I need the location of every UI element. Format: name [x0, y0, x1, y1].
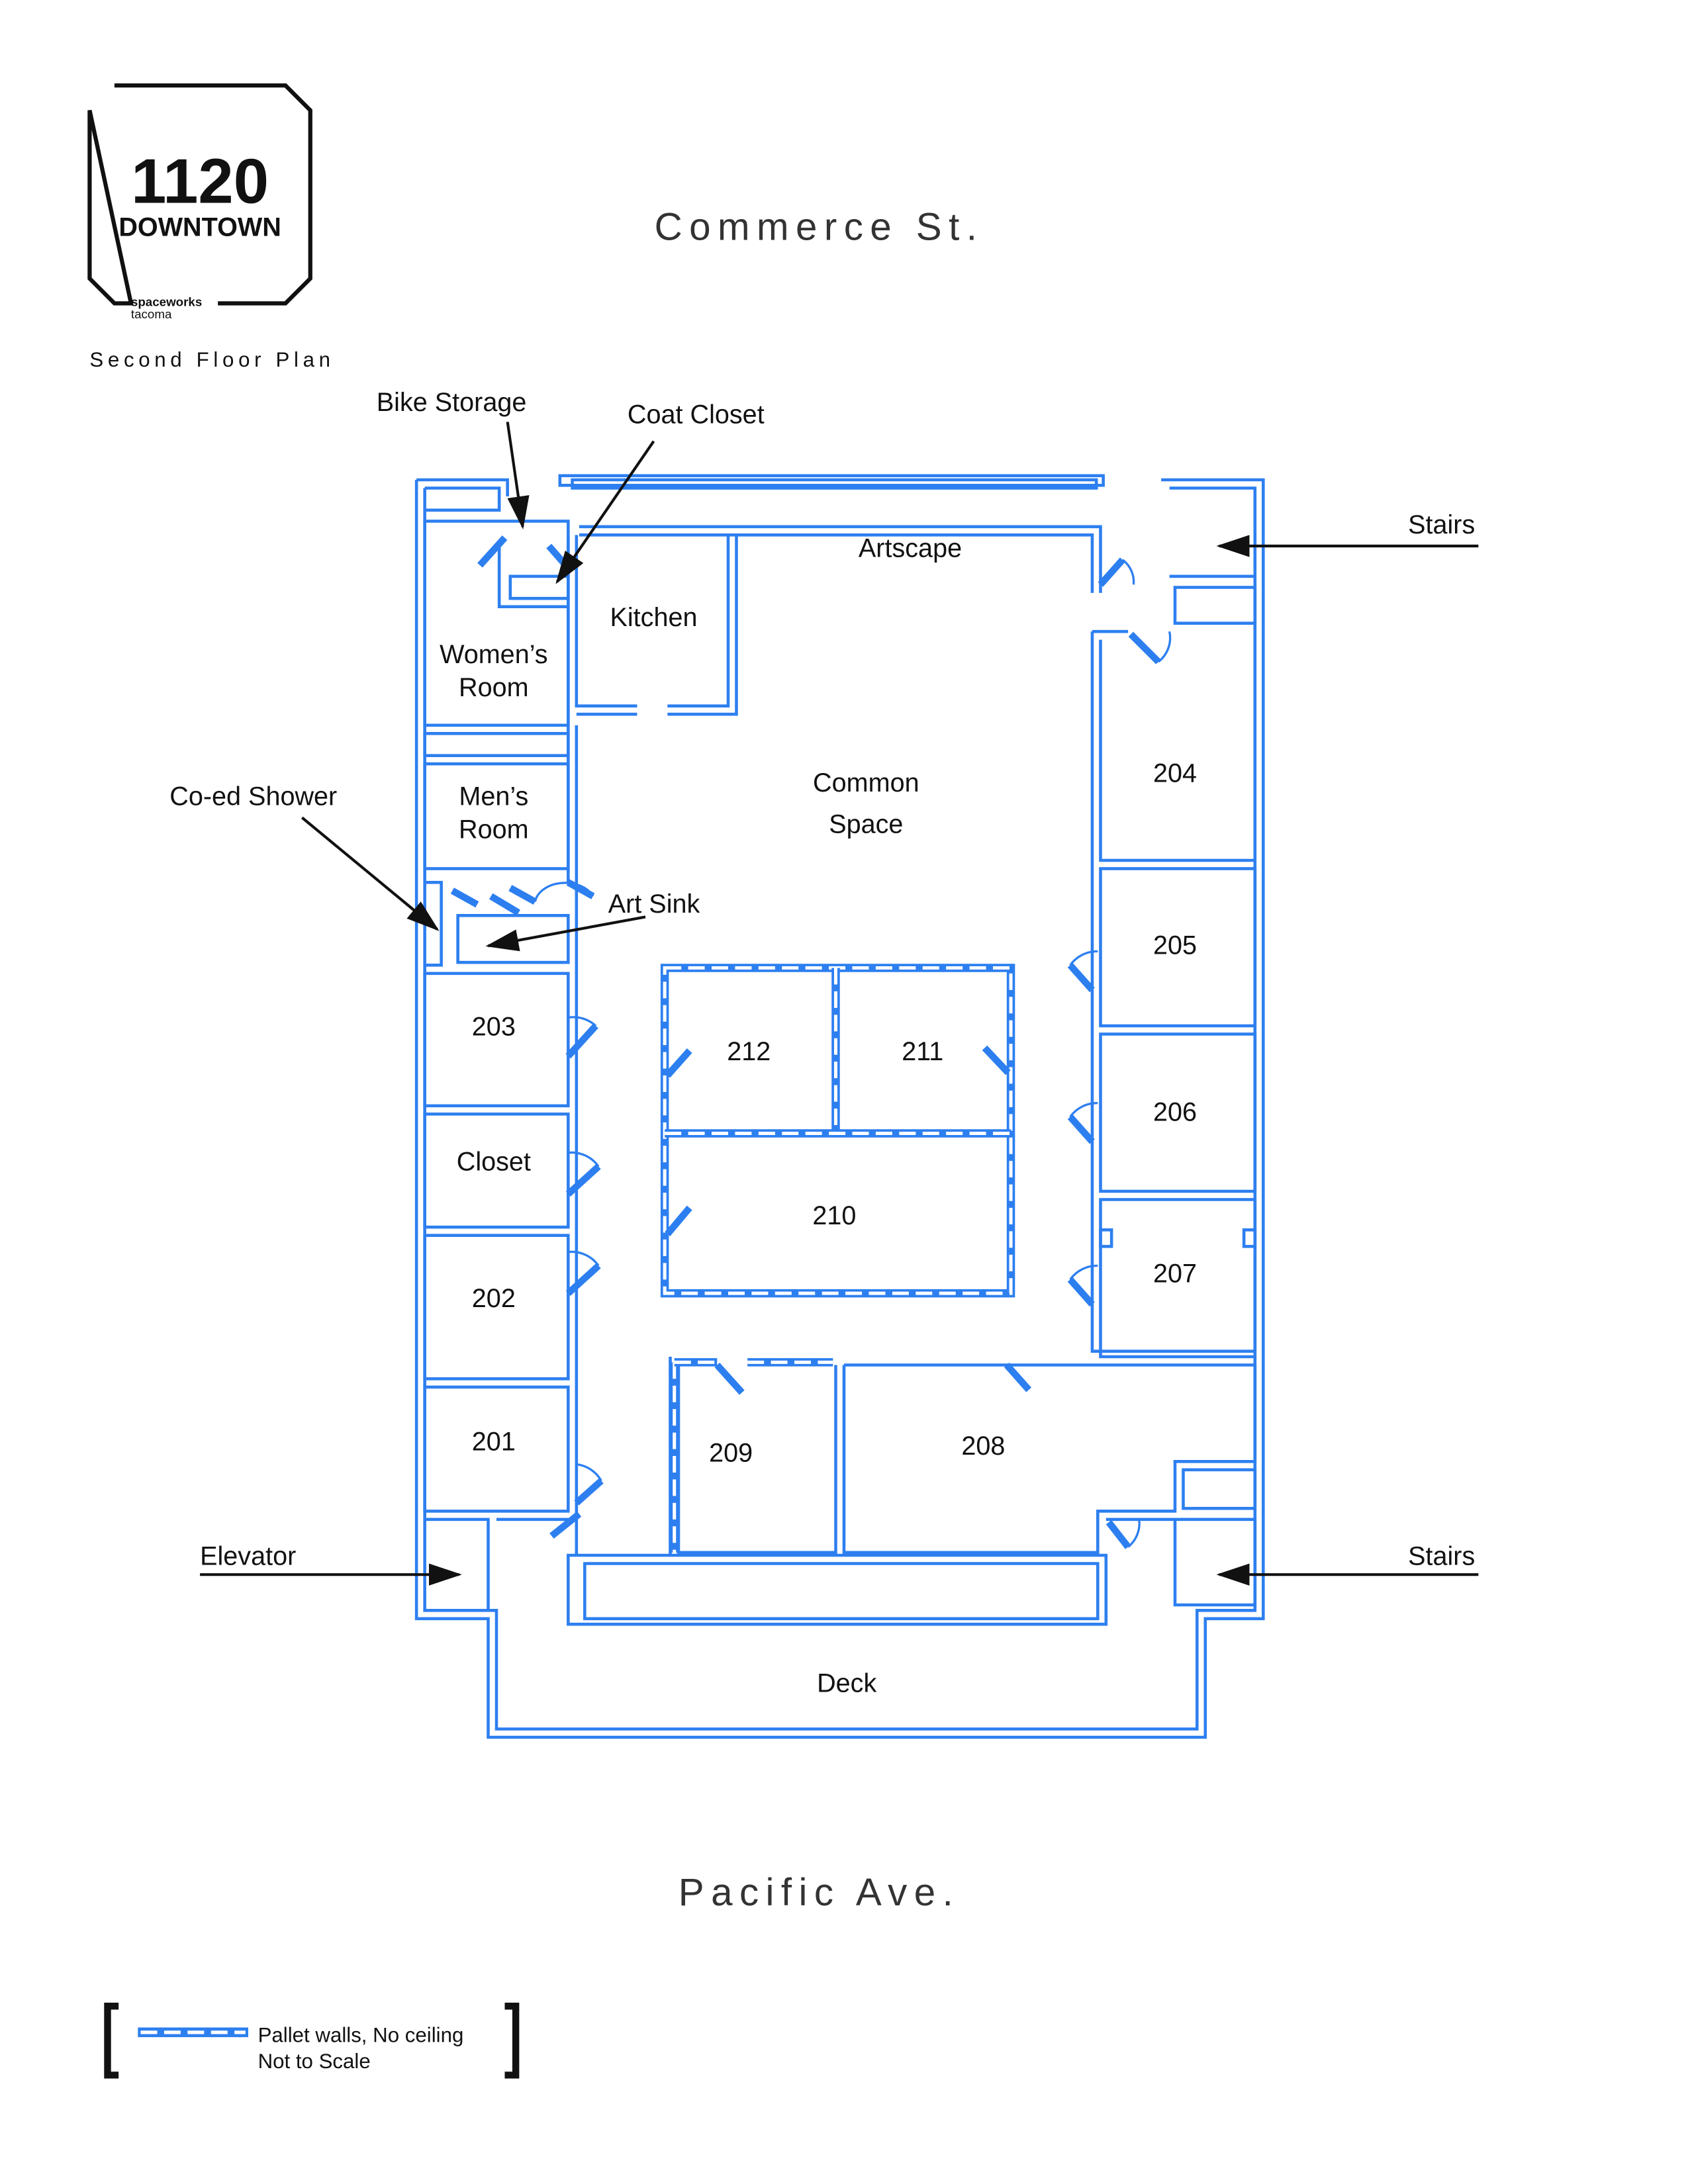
room-womens-1: Women’s	[440, 640, 548, 669]
room-common-1: Common	[813, 768, 919, 797]
legend: Pallet walls, No ceiling Not to Scale	[104, 2003, 520, 2079]
legend-not-to-scale: Not to Scale	[258, 2050, 371, 2073]
room-mens-2: Room	[459, 815, 529, 844]
room-205: 205	[1153, 931, 1197, 960]
street-pacific: Pacific Ave.	[679, 1871, 960, 1914]
callout-coed-shower: Co-ed Shower	[169, 782, 337, 811]
room-labels: Kitchen Artscape Women’s Room Men’s Room…	[440, 534, 1197, 1698]
room-209: 209	[709, 1438, 753, 1467]
room-closet: Closet	[457, 1148, 531, 1177]
room-deck: Deck	[817, 1668, 876, 1698]
room-204: 204	[1153, 758, 1197, 788]
room-210: 210	[812, 1201, 856, 1230]
callout-art-sink: Art Sink	[608, 889, 700, 919]
room-202: 202	[472, 1284, 516, 1313]
logo-number: 1120	[131, 146, 269, 216]
room-211: 211	[902, 1037, 943, 1066]
pallet-walls	[660, 964, 1015, 1553]
logo: 1120 DOWNTOWN spaceworks tacoma	[87, 83, 312, 321]
doors	[450, 535, 1172, 1549]
logo-org-city: tacoma	[131, 307, 172, 321]
room-206: 206	[1153, 1098, 1197, 1127]
street-commerce: Commerce St.	[655, 206, 984, 249]
room-201: 201	[472, 1428, 516, 1457]
callout-elevator: Elevator	[200, 1542, 296, 1571]
walls	[414, 474, 1265, 1739]
room-womens-2: Room	[459, 673, 529, 702]
logo-org: spaceworks	[131, 295, 202, 309]
room-212: 212	[727, 1037, 771, 1066]
room-artscape: Artscape	[859, 534, 962, 563]
legend-pallet-walls: Pallet walls, No ceiling	[258, 2023, 464, 2046]
callouts: Bike Storage Coat Closet Stairs Co-ed Sh…	[169, 388, 1479, 1586]
callout-stairs-top: Stairs	[1408, 510, 1475, 539]
room-207: 207	[1153, 1259, 1197, 1288]
callout-stairs-bottom: Stairs	[1408, 1542, 1475, 1571]
logo-name: DOWNTOWN	[118, 212, 281, 242]
room-208: 208	[961, 1432, 1005, 1461]
room-203: 203	[472, 1013, 516, 1042]
callout-bike-storage: Bike Storage	[377, 388, 527, 417]
callout-coat-closet: Coat Closet	[628, 400, 765, 430]
room-mens-1: Men’s	[459, 782, 528, 811]
room-kitchen: Kitchen	[610, 603, 697, 632]
room-common-2: Space	[829, 809, 903, 839]
plan-subtitle: Second Floor Plan	[89, 348, 334, 371]
